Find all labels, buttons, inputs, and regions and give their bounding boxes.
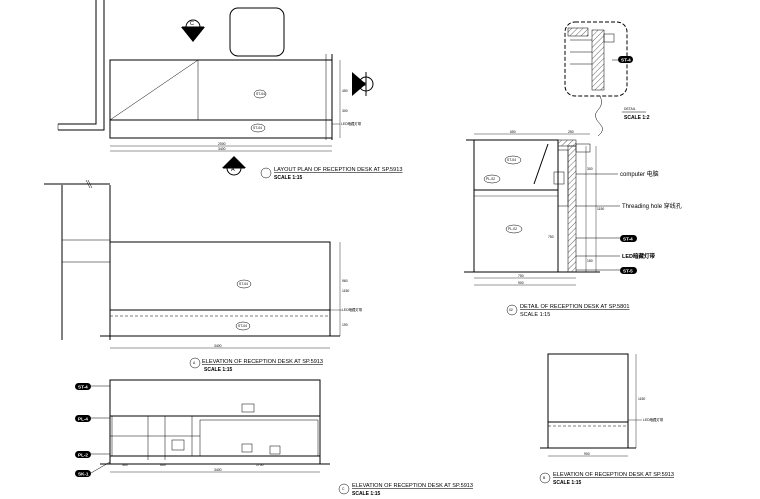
led-label: LED暗藏灯带	[643, 417, 664, 422]
dim-label: 300	[587, 167, 593, 171]
material-tag: ST-4	[621, 58, 631, 63]
dim-label: 1150	[638, 397, 645, 401]
detail-title: DETAIL	[624, 107, 636, 111]
dim-label: 1150	[597, 207, 604, 211]
callout-b-letter: B	[363, 82, 367, 88]
elevation-c: 3400 300 600 1700 ST-4 PL-4 PL-2 SK-1 C …	[75, 379, 473, 497]
dim-label: 300	[342, 109, 348, 113]
material-tag-pl2: PL-2	[75, 451, 110, 458]
material-tag: ST-04	[238, 324, 247, 328]
title-marker: 02	[509, 308, 513, 312]
material-tag: ST-04	[253, 126, 262, 130]
dim-label: 750	[548, 235, 554, 239]
section-callout-c: C	[181, 19, 205, 42]
dim-label: 250	[568, 130, 574, 134]
svg-text:PL-4: PL-4	[78, 417, 88, 422]
material-tag-pl4: PL-4	[75, 415, 110, 422]
threading-hole-label: Threading hole 穿线孔	[622, 202, 682, 210]
drawing-scale: SCALE 1:15	[204, 367, 233, 373]
led-label: LED暗藏灯带	[341, 121, 362, 126]
dim-label: 2000	[218, 142, 226, 146]
computer-label: computer 电脑	[620, 170, 659, 178]
detail-02-section: 650 250 750 900 300 1150 750 150 ST-04 P…	[464, 130, 682, 318]
callout-c-letter: C	[190, 21, 194, 27]
dim-label: 3400	[214, 468, 222, 472]
drawing-title: LAYOUT PLAN OF RECEPTION DESK AT SP.5913	[274, 167, 403, 173]
detail-1-2: ST-4 DETAIL SCALE 1:2	[564, 21, 650, 137]
layout-plan: 2000 3400 450 300 LED暗藏灯带 ST-04 ST-04 C …	[57, 0, 403, 181]
elevation-b: 900 1150 LED暗藏灯带 B ELEVATION OF RECEPTIO…	[539, 353, 674, 486]
material-tag: ST-04	[256, 92, 265, 96]
callout-a-letter: A	[231, 167, 235, 173]
material-tag: ST-04	[507, 158, 516, 162]
dim-label: 300	[122, 463, 128, 467]
led-label: LED暗藏灯带	[622, 252, 656, 260]
led-label: LED暗藏灯带	[342, 307, 363, 312]
dim-label: 450	[342, 89, 348, 93]
material-tag: ST-4	[623, 237, 633, 242]
drawing-title: ELEVATION OF RECEPTION DESK AT SP.5913	[352, 483, 473, 489]
dim-label: 3400	[218, 147, 226, 151]
svg-text:ST-4: ST-4	[78, 385, 88, 390]
drawing-scale: SCALE 1:15	[520, 312, 550, 318]
drawing-title: ELEVATION OF RECEPTION DESK AT SP.5913	[202, 359, 323, 365]
elevation-a: 3400 960 1150 190 LED暗藏灯带 ST-04 ST-04 A …	[44, 179, 363, 373]
dim-label: 1150	[342, 289, 349, 293]
dim-label: 1700	[256, 463, 264, 467]
dim-label: 960	[342, 279, 348, 283]
dim-label: 900	[584, 452, 590, 456]
drawing-scale: SCALE 1:15	[553, 480, 582, 486]
title-marker: A	[193, 361, 196, 365]
svg-text:PL-2: PL-2	[78, 453, 88, 458]
section-callout-a: A	[222, 156, 246, 176]
material-tag: PL-02	[486, 177, 495, 181]
drawing-scale: SCALE 1:15	[274, 175, 303, 181]
dim-label: 150	[587, 259, 593, 263]
title-marker: B	[543, 476, 546, 480]
material-tag-sk1: SK-1	[75, 461, 111, 477]
material-tag: ST-04	[239, 282, 248, 286]
drawing-scale: SCALE 1:15	[352, 491, 381, 497]
dim-label: 750	[518, 274, 524, 278]
title-marker: C	[342, 487, 345, 491]
detail-scale: SCALE 1:2	[624, 115, 650, 121]
material-tag: PL-02	[508, 227, 517, 231]
drawing-title: ELEVATION OF RECEPTION DESK AT SP.5913	[553, 472, 674, 478]
dim-label: 900	[518, 281, 524, 285]
material-tag: ST-5	[623, 269, 633, 274]
column-outline	[229, 7, 285, 57]
dim-label: 650	[510, 130, 516, 134]
svg-text:SK-1: SK-1	[78, 472, 89, 477]
section-callout-b: B	[352, 72, 374, 96]
dim-label: 3400	[214, 344, 222, 348]
dim-label: 190	[342, 323, 348, 327]
material-tag-st4: ST-4	[75, 383, 110, 390]
drawing-title: DETAIL OF RECEPTION DESK AT SP.5801	[520, 304, 629, 310]
dim-label: 600	[160, 463, 166, 467]
